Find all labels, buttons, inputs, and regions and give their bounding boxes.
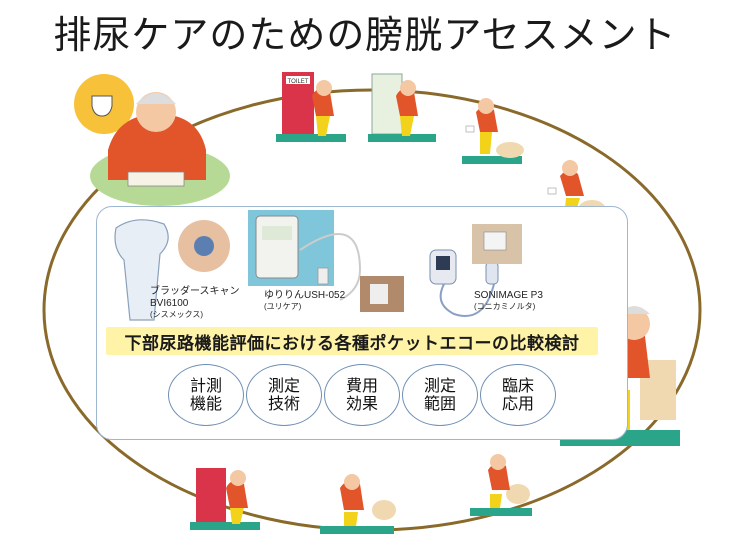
device-model: ゆりりんUSH-052 <box>264 290 346 301</box>
device-label-ush052: ゆりりんUSH-052 (ユリケア) <box>264 290 345 312</box>
elder-dressing-figure <box>320 474 396 534</box>
elder-reading-figure <box>74 74 230 206</box>
criterion-label: 測定範囲 <box>423 375 456 413</box>
criterion-label: 費用効果 <box>345 375 378 413</box>
toilet-sign: TOILET <box>288 79 309 85</box>
criterion-bubble: 計測機能 <box>168 364 244 426</box>
elder-at-toilet-door-figure <box>368 73 436 142</box>
sonimage-p3-device <box>429 224 522 317</box>
criterion-bubble: 測定範囲 <box>402 364 478 426</box>
device-model: SONIMAGE P3 <box>474 290 543 301</box>
device-label-bvi6100: ブラッダースキャン BVI6100 (シスメックス) <box>150 286 240 320</box>
criterion-bubble: 費用効果 <box>324 364 400 426</box>
criterion-label: 臨床応用 <box>501 375 534 413</box>
elder-standing-up-figure <box>470 454 532 516</box>
elder-leaving-toilet-figure <box>190 468 260 530</box>
criterion-label: 計測機能 <box>189 375 222 413</box>
bladder-scanner-device <box>114 219 230 321</box>
page-title: 排尿ケアのための膀胱アセスメント <box>53 13 677 57</box>
study-banner: 下部尿路機能評価における各種ポケットエコーの比較検討 <box>106 327 598 355</box>
pocket-echo-ush052-device <box>248 210 404 312</box>
criterion-bubble: 測定技術 <box>246 364 322 426</box>
device-maker: (ユリケア) <box>264 302 302 311</box>
criterion-bubble: 臨床応用 <box>480 364 556 426</box>
device-model: BVI6100 <box>150 298 189 309</box>
criterion-label: 測定技術 <box>267 375 300 413</box>
device-maker: (コニカミノルタ) <box>474 302 536 311</box>
device-label-sonimage: SONIMAGE P3 (コニカミノルタ) <box>474 290 543 312</box>
device-maker: (シスメックス) <box>150 310 204 319</box>
elder-undressing-figure <box>462 98 524 164</box>
elder-entering-toilet-figure: TOILET <box>276 72 346 142</box>
device-name: ブラッダースキャン <box>150 286 240 297</box>
